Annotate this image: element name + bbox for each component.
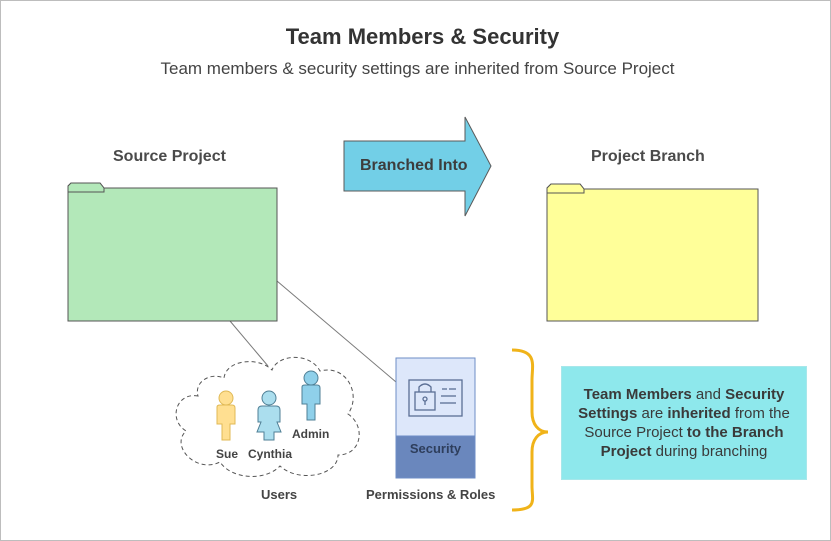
user-admin-icon	[301, 370, 321, 421]
permissions-roles-label: Permissions & Roles	[366, 487, 496, 502]
user-sue-label: Sue	[216, 447, 239, 461]
security-label: Security	[409, 441, 462, 456]
project-branch-label: Project Branch	[591, 148, 705, 165]
inheritance-note-text: Team Members and Security Settings are i…	[570, 385, 798, 461]
source-project-folder	[67, 182, 278, 322]
security-badge-icon	[408, 379, 463, 417]
note-segment: Team Members	[583, 386, 692, 403]
branched-into-label: Branched Into	[360, 157, 468, 174]
diagram-title: Team Members & Security	[285, 24, 560, 49]
connector-source-to-users	[229, 320, 269, 367]
note-segment: and	[691, 386, 726, 403]
project-branch-folder	[546, 183, 759, 322]
user-sue-icon	[216, 390, 236, 441]
branched-into-arrow	[343, 116, 492, 217]
diagram-subtitle: Team members & security settings are inh…	[160, 59, 675, 78]
note-segment: inherited	[667, 405, 731, 422]
note-segment: to the Branch Project	[600, 424, 784, 460]
note-segment: from the Source Project	[584, 405, 790, 441]
source-project-label: Source Project	[113, 148, 226, 165]
note-segment: during branching	[651, 443, 768, 460]
user-cynthia-label: Cynthia	[248, 447, 293, 461]
user-admin-label: Admin	[292, 427, 330, 441]
users-label: Users	[261, 487, 298, 502]
curly-brace	[511, 348, 549, 512]
note-segment: Security Settings	[578, 386, 785, 422]
connector-source-to-security	[276, 280, 397, 383]
user-cynthia-icon	[256, 390, 282, 441]
inheritance-note: Team Members and Security Settings are i…	[561, 366, 807, 480]
note-segment: are	[637, 405, 668, 422]
security-card	[395, 357, 476, 479]
